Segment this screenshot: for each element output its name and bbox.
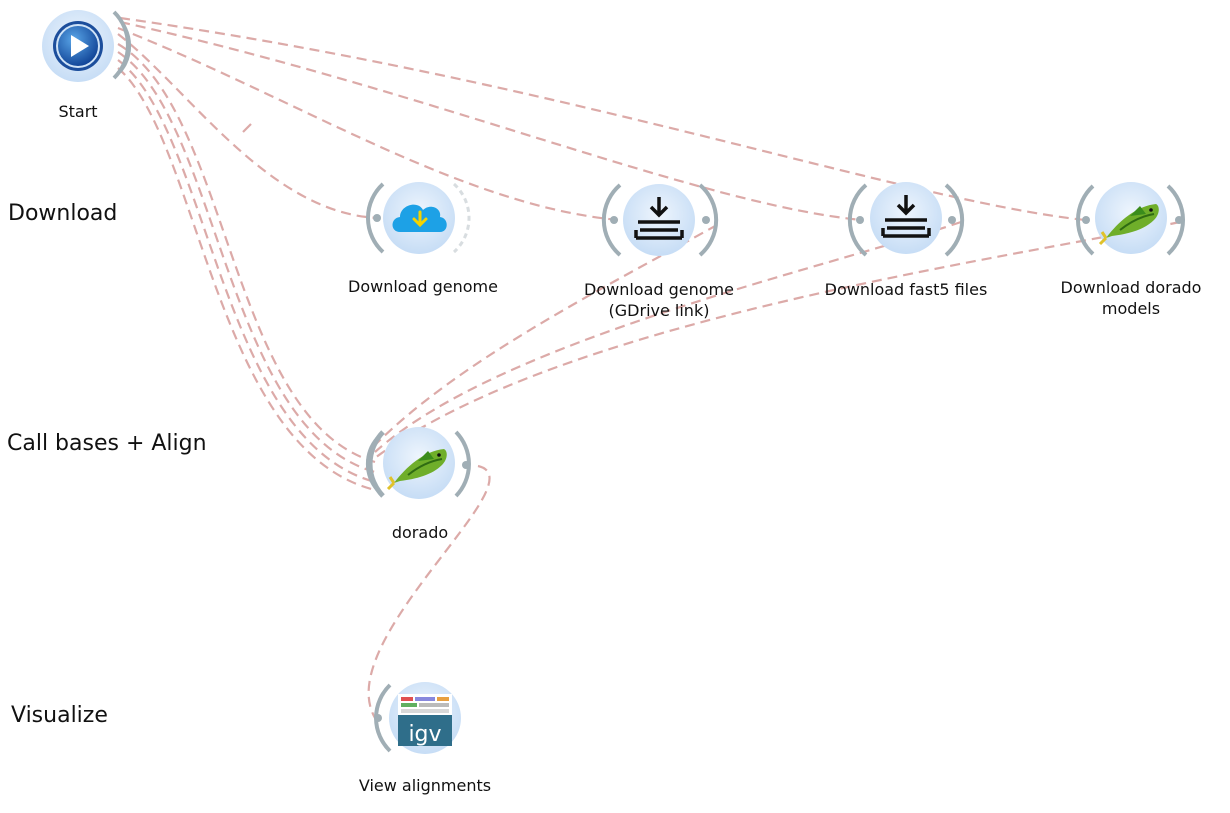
igv-icon: igv xyxy=(398,694,452,747)
node-input-arc xyxy=(847,183,868,257)
node-output-arc xyxy=(1166,184,1186,256)
node-label-download-fast5: Download fast5 files xyxy=(824,280,988,299)
stage-label-download: Download xyxy=(8,201,118,226)
node-label-dorado: dorado xyxy=(391,523,449,542)
node-label-line1: Download dorado xyxy=(1060,278,1202,297)
edge-dorado-view-alignments xyxy=(367,464,491,719)
node-output-port xyxy=(948,216,956,224)
node-output-port xyxy=(1175,216,1183,224)
node-download-fast5[interactable] xyxy=(847,182,965,257)
edge-start-download-genome-gdrive xyxy=(117,26,619,222)
node-label-download-genome: Download genome xyxy=(348,277,498,296)
edge-start-dorado-3 xyxy=(117,59,376,484)
svg-text:igv: igv xyxy=(408,722,441,747)
edge-gdrive-dorado xyxy=(374,224,718,446)
node-download-genome-gdrive[interactable] xyxy=(601,183,719,257)
stage-label-visualize: Visualize xyxy=(11,703,108,728)
node-input-arc xyxy=(367,430,385,498)
edge-fast5-dorado xyxy=(374,220,962,453)
node-bg xyxy=(623,184,695,256)
edge-models-dorado xyxy=(374,220,1181,459)
node-label-start: Start xyxy=(58,102,98,121)
node-input-port xyxy=(610,216,618,224)
node-start[interactable] xyxy=(42,10,132,82)
node-label-view-alignments: View alignments xyxy=(358,776,492,795)
node-download-genome[interactable] xyxy=(365,182,471,254)
node-label-line2: models xyxy=(1101,299,1161,318)
node-output-arc xyxy=(944,183,965,257)
node-output-port xyxy=(702,216,710,224)
node-input-arc xyxy=(365,182,385,254)
node-output-arc xyxy=(698,183,719,257)
play-icon xyxy=(53,21,103,71)
cloud-download-icon xyxy=(392,204,447,232)
node-input-port xyxy=(373,214,381,222)
edge-start-download-fast5 xyxy=(119,20,863,222)
edge-tick-mark xyxy=(242,123,252,133)
node-input-port xyxy=(374,714,382,722)
node-label-line1: Download genome xyxy=(584,280,734,299)
node-label-download-genome-gdrive: Download genome (GDrive link) xyxy=(554,279,764,321)
node-input-arc-2 xyxy=(365,437,379,491)
edges xyxy=(117,16,1181,719)
node-download-dorado-models[interactable] xyxy=(1075,182,1186,256)
node-label-line2: (GDrive link) xyxy=(608,301,710,320)
node-input-port xyxy=(1082,216,1090,224)
node-bg xyxy=(870,182,942,254)
dorado-fish-icon xyxy=(1098,204,1159,246)
edge-start-download-dorado-models xyxy=(119,16,1086,222)
stage-label-call-bases: Call bases + Align xyxy=(7,431,207,456)
edge-start-dorado-4 xyxy=(117,67,376,492)
node-input-arc xyxy=(1075,184,1095,256)
edge-start-dorado-2 xyxy=(117,51,376,474)
dorado-fish-icon xyxy=(386,449,447,491)
tray-download-icon xyxy=(634,197,684,240)
node-start-output-arc-2 xyxy=(118,19,132,73)
node-output-arc xyxy=(452,182,471,254)
node-view-alignments[interactable]: igv xyxy=(374,682,461,754)
node-input-port xyxy=(856,216,864,224)
node-input-arc xyxy=(601,183,622,257)
node-dorado[interactable] xyxy=(365,427,471,499)
node-output-port xyxy=(462,461,470,469)
tray-download-icon xyxy=(881,195,931,238)
edge-start-download-genome xyxy=(117,33,381,220)
node-label-download-dorado-models: Download dorado models xyxy=(1034,277,1228,319)
edge-start-dorado-1 xyxy=(117,43,376,464)
